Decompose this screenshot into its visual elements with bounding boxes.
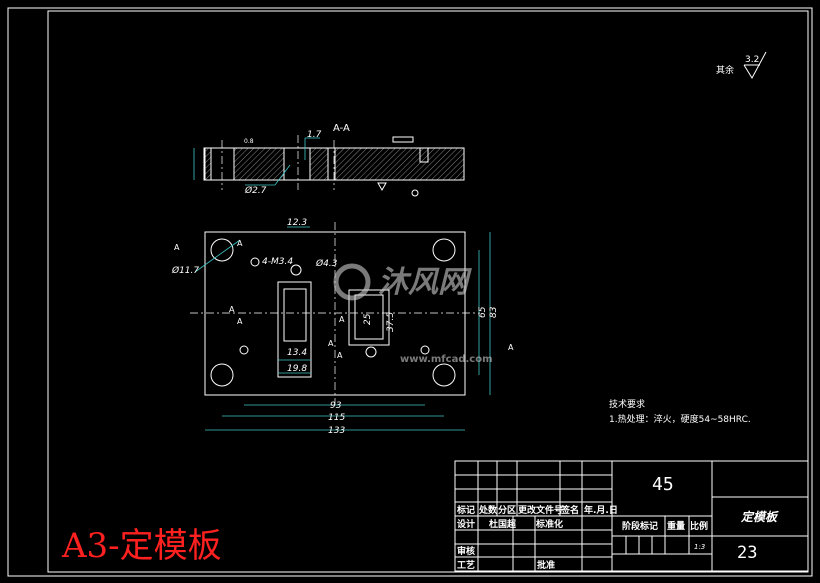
section-marker: A [337,351,343,360]
scale-value: 1:3 [694,543,705,551]
drawing-number: 23 [737,543,757,563]
dimension-label: 65 [478,306,488,318]
section-view: A-A 1.7 Ø2.7 0.8 [193,123,465,197]
section-marker: A [229,305,235,314]
section-label: A-A [333,123,350,134]
dimension-label: 12.3 [287,218,307,228]
roughness-symbol-icon [743,51,767,80]
tech-req-item: 1.热处理：淬火，硬度54~58HRC. [609,413,751,425]
dimension-label: 115 [328,413,345,423]
section-marker: A [508,343,514,352]
title-block-cell: 处数 [478,504,498,516]
title-block: 标记 处数 分区 更改文件号 签名 年.月.日 设计 杜国超 标准化 审核 工艺… [454,460,809,572]
tech-req-heading: 技术要求 [609,398,645,410]
part-name: 定模板 [740,510,779,524]
dimension-label: 4-M3.4 [262,257,293,267]
title-block-cell: 年.月.日 [584,504,618,516]
roughness-label: 其余 [716,64,734,76]
dimension-label: 83 [489,306,499,318]
stage-label: 阶段标记 [622,520,658,532]
dimension-label: Ø2.7 [244,185,267,196]
watermark-url: www.mfcad.com [400,354,493,365]
weight-label: 重量 [667,520,685,532]
dimension-label: 25 [363,313,373,325]
section-marker: A [328,339,334,348]
watermark-text: 沐风网 [378,265,472,300]
dimension-label: 1.7 [307,130,322,140]
drawing-title: A3-定模板 [61,526,222,566]
watermark: 沐风网 www.mfcad.com [333,263,493,365]
outer-border [7,7,813,577]
dimension-label: 133 [328,426,345,436]
approve-label: 批准 [537,559,555,571]
section-marker: A [237,317,243,326]
inner-border [47,10,809,573]
roughness-note: 其余 3.2 [716,51,767,80]
title-block-cell: 签名 [560,504,579,516]
dimension-label: 13.4 [287,348,307,358]
title-block-cell: 分区 [498,504,516,516]
material: 45 [652,474,674,495]
review-label: 审核 [457,545,475,557]
dimension-label: 0.8 [244,138,254,145]
dimension-label: 93 [330,401,342,411]
dimension-label: Ø4.3 [315,258,338,269]
title-block-cell: 标记 [456,504,475,516]
section-marker: A [174,243,180,252]
dimension-label: Ø11.7 [171,265,199,276]
scale-label: 比例 [690,520,708,532]
roughness-value: 3.2 [745,55,759,65]
technical-requirements: 技术要求 1.热处理：淬火，硬度54~58HRC. [609,398,751,425]
title-block-cell: 更改文件号 [518,504,563,516]
design-label: 设计 [457,518,475,530]
dimension-label: 37.5 [386,312,396,332]
section-marker: A [237,239,243,248]
plan-view: 93 115 133 12.3 Ø11.7 4-M3.4 Ø4.3 13.4 1… [171,218,514,436]
standard-label: 标准化 [535,518,563,530]
process-label: 工艺 [457,559,475,571]
designer-name: 杜国超 [489,518,517,530]
section-marker: A [339,315,345,324]
dimension-label: 19.8 [287,364,307,374]
watermark-logo-icon [333,263,371,301]
